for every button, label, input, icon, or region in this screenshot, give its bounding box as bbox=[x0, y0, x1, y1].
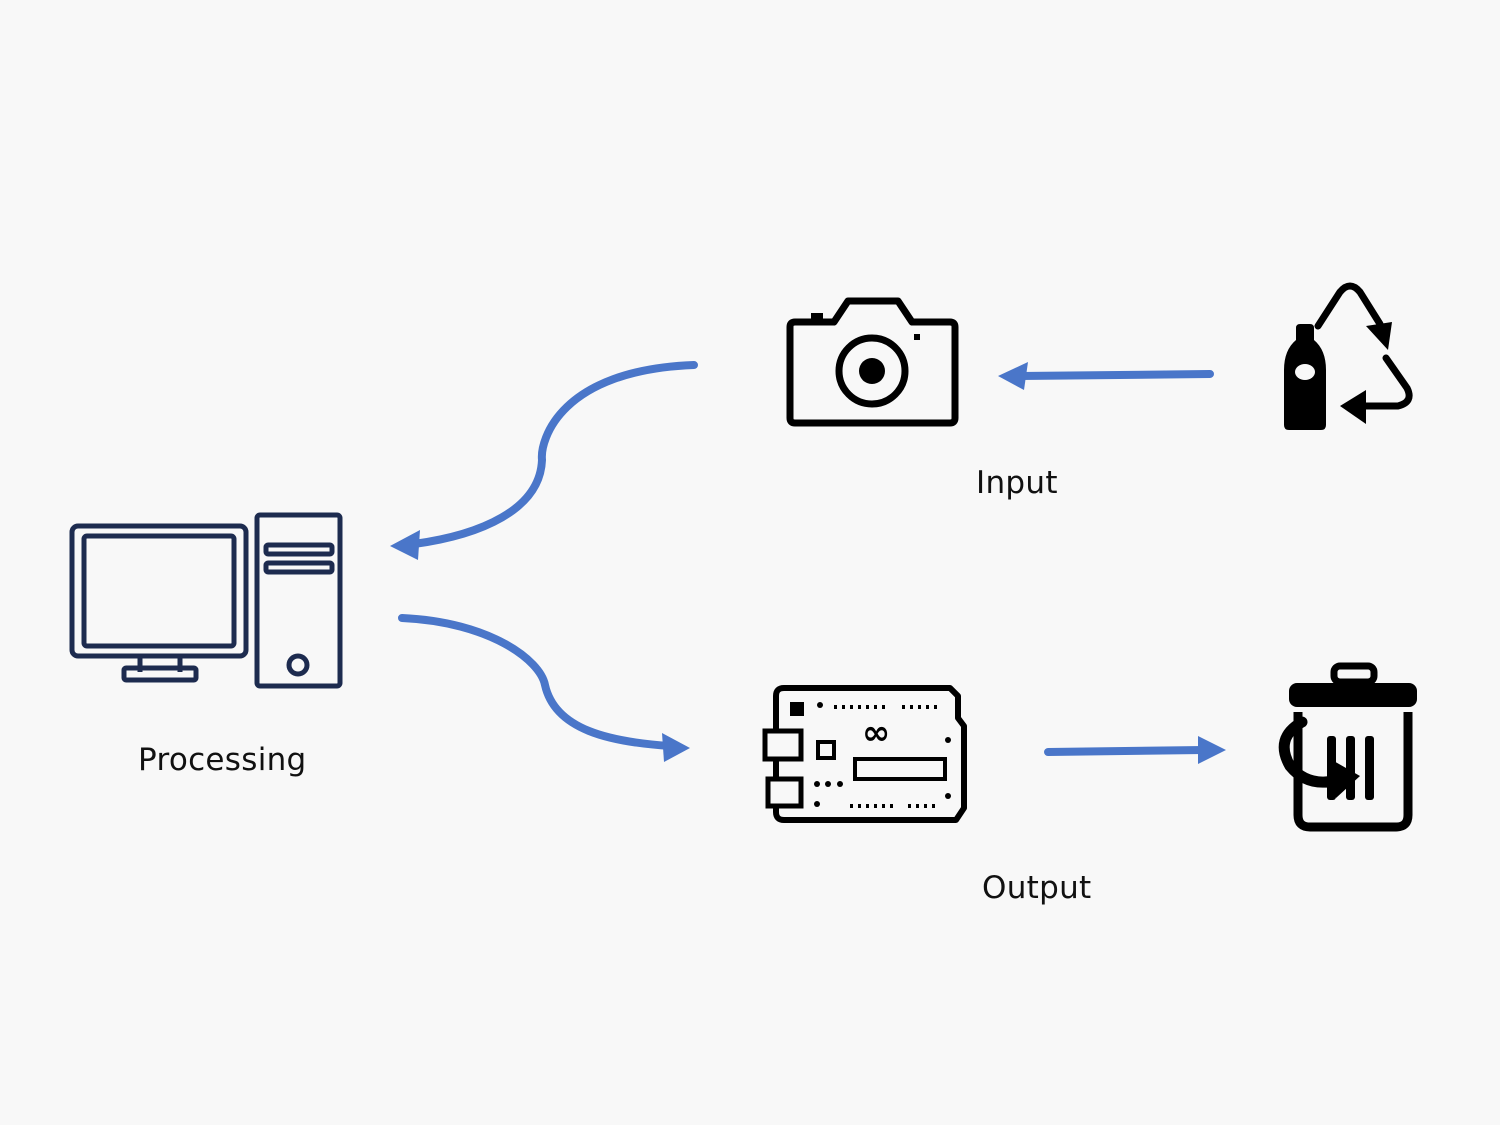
desktop-computer-icon bbox=[69, 512, 343, 689]
trash-bin-icon bbox=[1278, 662, 1417, 832]
arrow-arduino-to-trash bbox=[1044, 746, 1208, 756]
svg-text:∞: ∞ bbox=[862, 713, 890, 753]
output-label: Output bbox=[982, 870, 1092, 906]
arrowhead-arduino bbox=[662, 733, 690, 762]
arrowhead-computer bbox=[390, 530, 420, 560]
camera-icon bbox=[786, 297, 959, 427]
processing-label: Processing bbox=[138, 742, 307, 778]
arrow-camera-to-computer bbox=[410, 361, 698, 548]
flow-arrows bbox=[398, 361, 1214, 756]
arrow-computer-to-arduino bbox=[398, 614, 674, 750]
arrow-recycle-to-camera bbox=[1016, 370, 1214, 380]
arrowhead-camera bbox=[998, 362, 1028, 390]
recycle-bottle-icon bbox=[1284, 282, 1413, 430]
arrowheads bbox=[390, 362, 1226, 764]
arrowhead-trash bbox=[1198, 736, 1226, 764]
arduino-board-icon: ∞ bbox=[762, 685, 967, 823]
input-label: Input bbox=[976, 465, 1058, 501]
